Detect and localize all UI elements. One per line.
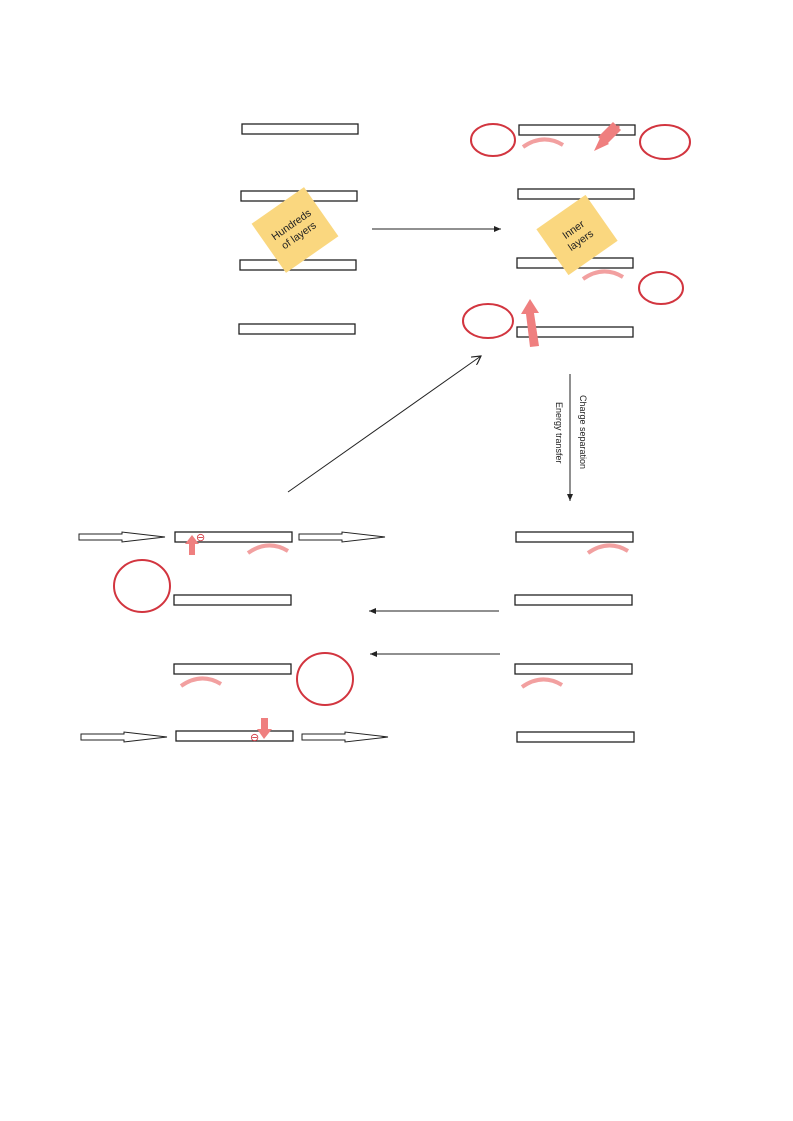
exciton-circle	[639, 124, 691, 160]
transfer-arc-icon	[246, 543, 290, 555]
exciton-circle	[113, 559, 171, 613]
exciton-circle	[462, 303, 514, 339]
layer-rect	[515, 531, 634, 543]
up-arrow-icon	[185, 535, 199, 555]
output-flow-arrow-icon	[298, 531, 386, 543]
layer-rect	[174, 531, 293, 543]
transfer-arc-icon	[521, 137, 565, 149]
down-left-arrow-icon-body	[598, 122, 621, 145]
input-flow-arrow-icon	[78, 531, 166, 543]
exciton-circle	[638, 271, 684, 305]
transfer-arc-icon	[520, 677, 564, 689]
exciton-circle	[296, 652, 354, 706]
electron-charge-symbol: ⊖	[196, 532, 205, 544]
down-arrow-icon	[257, 718, 272, 739]
transfer-arc-icon	[581, 269, 625, 281]
layer-rect	[514, 594, 633, 606]
layer-rect	[516, 326, 634, 338]
exciton-circle	[470, 123, 516, 157]
output-flow-arrow-icon	[301, 731, 389, 743]
transfer-arc-icon	[586, 543, 630, 555]
stack-bottom-right	[514, 531, 635, 743]
inner-layers-note: Inner layers	[536, 194, 618, 276]
stack-bottom-left	[173, 531, 294, 742]
energy-transfer-label: Energy transfer	[554, 402, 564, 464]
electron-charge-symbol: ⊖	[250, 732, 259, 744]
up-arrow-icon	[521, 299, 539, 347]
hundreds-of-layers-note: Hundreds of layers	[251, 187, 339, 273]
layer-rect	[516, 731, 635, 743]
input-flow-arrow-icon	[80, 731, 168, 743]
sticky-note	[251, 187, 339, 273]
layer-rect	[517, 188, 635, 200]
layer-rect	[173, 594, 292, 606]
sticky-note	[536, 194, 618, 276]
arrow-to-top-right	[287, 356, 481, 493]
layer-rect	[241, 123, 359, 135]
layer-rect	[173, 663, 292, 675]
charge-separation-label: Charge separation	[578, 395, 588, 469]
layer-rect	[514, 663, 633, 675]
layer-rect	[238, 323, 356, 335]
layer-rect	[175, 730, 294, 742]
layer-rect	[518, 124, 636, 136]
transfer-arc-icon	[179, 676, 223, 688]
